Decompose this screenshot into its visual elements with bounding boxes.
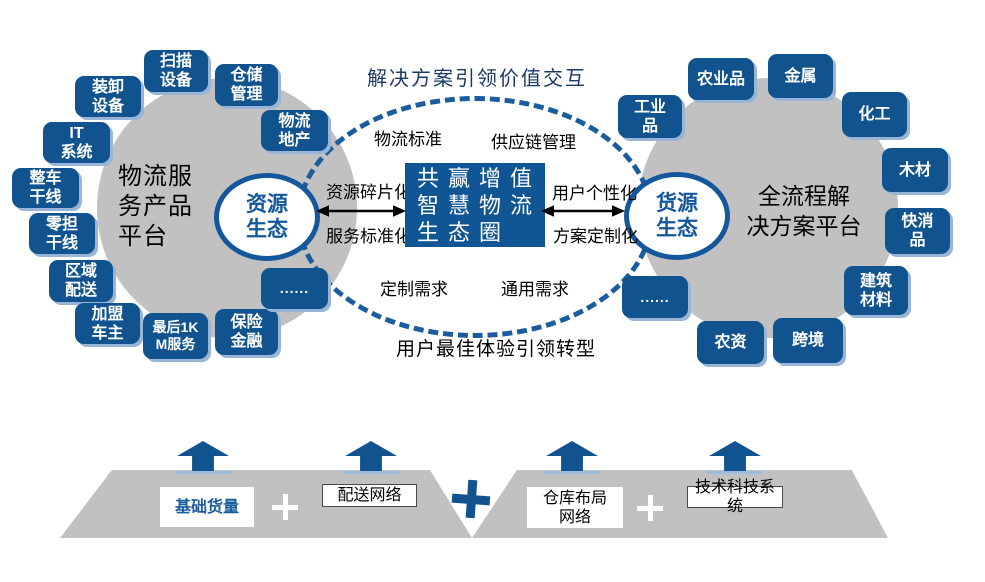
top-title: 解决方案引领价值交互 bbox=[367, 68, 587, 90]
left-item-last-1km-service: 最后1K M服务 bbox=[143, 313, 208, 359]
left-item-logistics-realty: 物流 地产 bbox=[261, 110, 328, 151]
label-user-personalizing: 用户个性化 bbox=[552, 184, 637, 203]
left-double-arrow-icon bbox=[316, 205, 406, 217]
foundation-warehouse-layout-network: 仓库布局 网络 bbox=[527, 487, 623, 528]
up-arrow-icon bbox=[177, 441, 229, 471]
plus-icon bbox=[272, 494, 298, 520]
right-double-arrow-icon bbox=[541, 205, 625, 217]
label-custom-demand: 定制需求 bbox=[380, 280, 448, 299]
label-general-demand: 通用需求 bbox=[501, 280, 569, 299]
right-item-industrial-goods: 工业 品 bbox=[618, 95, 682, 138]
foundation-tech-system: 技术科技系统 bbox=[687, 479, 783, 515]
arrow-base-line bbox=[544, 471, 600, 474]
label-resource-fragmenting: 资源碎片化 bbox=[326, 183, 411, 202]
left-item-warehouse-mgmt: 仓储 管理 bbox=[215, 64, 278, 106]
up-arrow-icon bbox=[546, 441, 598, 471]
left-item-ltl-trunk: 零担 干线 bbox=[29, 213, 95, 254]
right-item-timber: 木材 bbox=[882, 148, 948, 192]
right-platform-name: 全流程解 决方案平台 bbox=[746, 183, 862, 239]
label-supply-chain-mgmt: 供应链管理 bbox=[491, 133, 576, 152]
plus-icon bbox=[451, 479, 492, 520]
right-item-chemical: 化工 bbox=[842, 92, 907, 137]
resource-ecosystem-ellipse: 资源 生态 bbox=[214, 173, 320, 261]
right-item-agricultural-goods: 农业品 bbox=[688, 58, 754, 100]
up-arrow-icon bbox=[345, 441, 397, 471]
left-item-it-system: IT 系统 bbox=[43, 122, 110, 163]
core-ecosystem-box: 共赢增值 智慧物流 生态圈 bbox=[405, 163, 545, 247]
cargo-ecosystem-ellipse: 货源 生态 bbox=[624, 172, 730, 260]
left-item-ftl-trunk: 整车 干线 bbox=[12, 168, 79, 208]
up-arrow-icon bbox=[709, 441, 761, 471]
right-item-building-materials: 建筑 材料 bbox=[844, 266, 908, 315]
foundation-base-cargo-volume: 基础货量 bbox=[160, 487, 254, 527]
foundation-delivery-network: 配送网络 bbox=[322, 484, 417, 507]
arrow-base-line bbox=[175, 471, 231, 474]
label-solution-customizing: 方案定制化 bbox=[553, 227, 638, 246]
left-item-scan-equipment: 扫描 设备 bbox=[144, 50, 208, 92]
left-item-insurance-finance: 保险 金融 bbox=[215, 309, 278, 355]
right-item-agri-supplies: 农资 bbox=[697, 321, 764, 364]
left-item-more: ...... bbox=[261, 268, 328, 309]
right-item-more: ...... bbox=[622, 276, 688, 318]
right-item-fmcg: 快消 品 bbox=[885, 208, 950, 254]
arrow-base-line bbox=[707, 471, 763, 474]
right-item-cross-border: 跨境 bbox=[773, 318, 843, 363]
left-platform-name: 物流服 务产品 平台 bbox=[118, 163, 193, 250]
left-item-regional-delivery: 区域 配送 bbox=[49, 260, 113, 302]
right-item-metal: 金属 bbox=[768, 54, 833, 98]
plus-icon bbox=[637, 495, 663, 521]
label-logistics-standard: 物流标准 bbox=[374, 130, 442, 149]
label-service-standardizing: 服务标准化 bbox=[326, 227, 411, 246]
bottom-title: 用户最佳体验引领转型 bbox=[396, 339, 597, 360]
arrow-base-line bbox=[343, 471, 399, 474]
left-item-loading-equipment: 装卸 设备 bbox=[75, 76, 141, 117]
left-item-franchise-drivers: 加盟 车主 bbox=[75, 303, 140, 344]
